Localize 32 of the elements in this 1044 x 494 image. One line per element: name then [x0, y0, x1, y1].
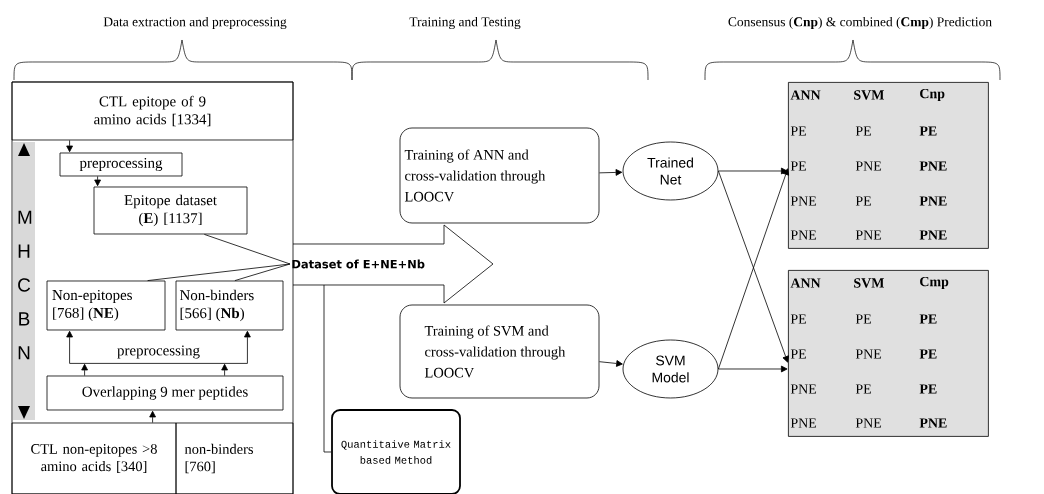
method-box: Quantitaive Matrix based Method — [331, 409, 461, 494]
arrow — [599, 169, 623, 176]
arrow — [149, 410, 156, 423]
data-box: CTL non-epitopes >8 amino acids [340] — [11, 422, 177, 494]
arrow — [718, 365, 788, 373]
leader-line — [323, 284, 332, 453]
arrow — [244, 330, 251, 364]
process-box: preprocessing — [59, 152, 183, 177]
leader-line — [234, 263, 291, 281]
section-heading: Consensus (Cnp) & combined (Cmp) Prediction — [728, 16, 992, 30]
leader-line — [203, 234, 291, 265]
arrow — [66, 140, 73, 153]
arrow — [599, 360, 623, 367]
arrow — [221, 363, 228, 376]
data-box: Epitope dataset (E) [1137] — [93, 186, 248, 235]
preprocessing-bracket: preprocessing — [69, 345, 248, 364]
process-box: Training of ANN and cross-validation through LOOCV — [399, 127, 600, 224]
section-heading: Training and Testing — [409, 16, 521, 30]
data-box: Non-epitopes [768] (NE) — [46, 280, 166, 331]
prediction-table: ANN SVM Cnp PE PE PE PE PNE PNE PNE PE PNE PNE PNE PNE — [788, 82, 989, 249]
data-box: Non-binders [566] (Nb) — [175, 280, 284, 331]
arrow — [81, 363, 88, 376]
data-box: CTL epitope of 9 amino acids [1334] — [11, 81, 294, 141]
process-box: Training of SVM and cross-validation through LOOCV — [399, 304, 600, 399]
prediction-table: ANN SVM Cmp PE PE PE PE PNE PE PNE PE PE PNE PNE PNE — [788, 270, 989, 437]
section-heading: Data extraction and preprocessing — [103, 16, 287, 30]
database-band: M H C B N — [13, 142, 35, 420]
arrow — [66, 330, 73, 364]
data-box: non-binders [760] — [175, 422, 294, 494]
data-box: Overlapping 9 mer peptides — [46, 375, 284, 411]
arrow — [94, 176, 101, 187]
arrow — [718, 167, 788, 175]
